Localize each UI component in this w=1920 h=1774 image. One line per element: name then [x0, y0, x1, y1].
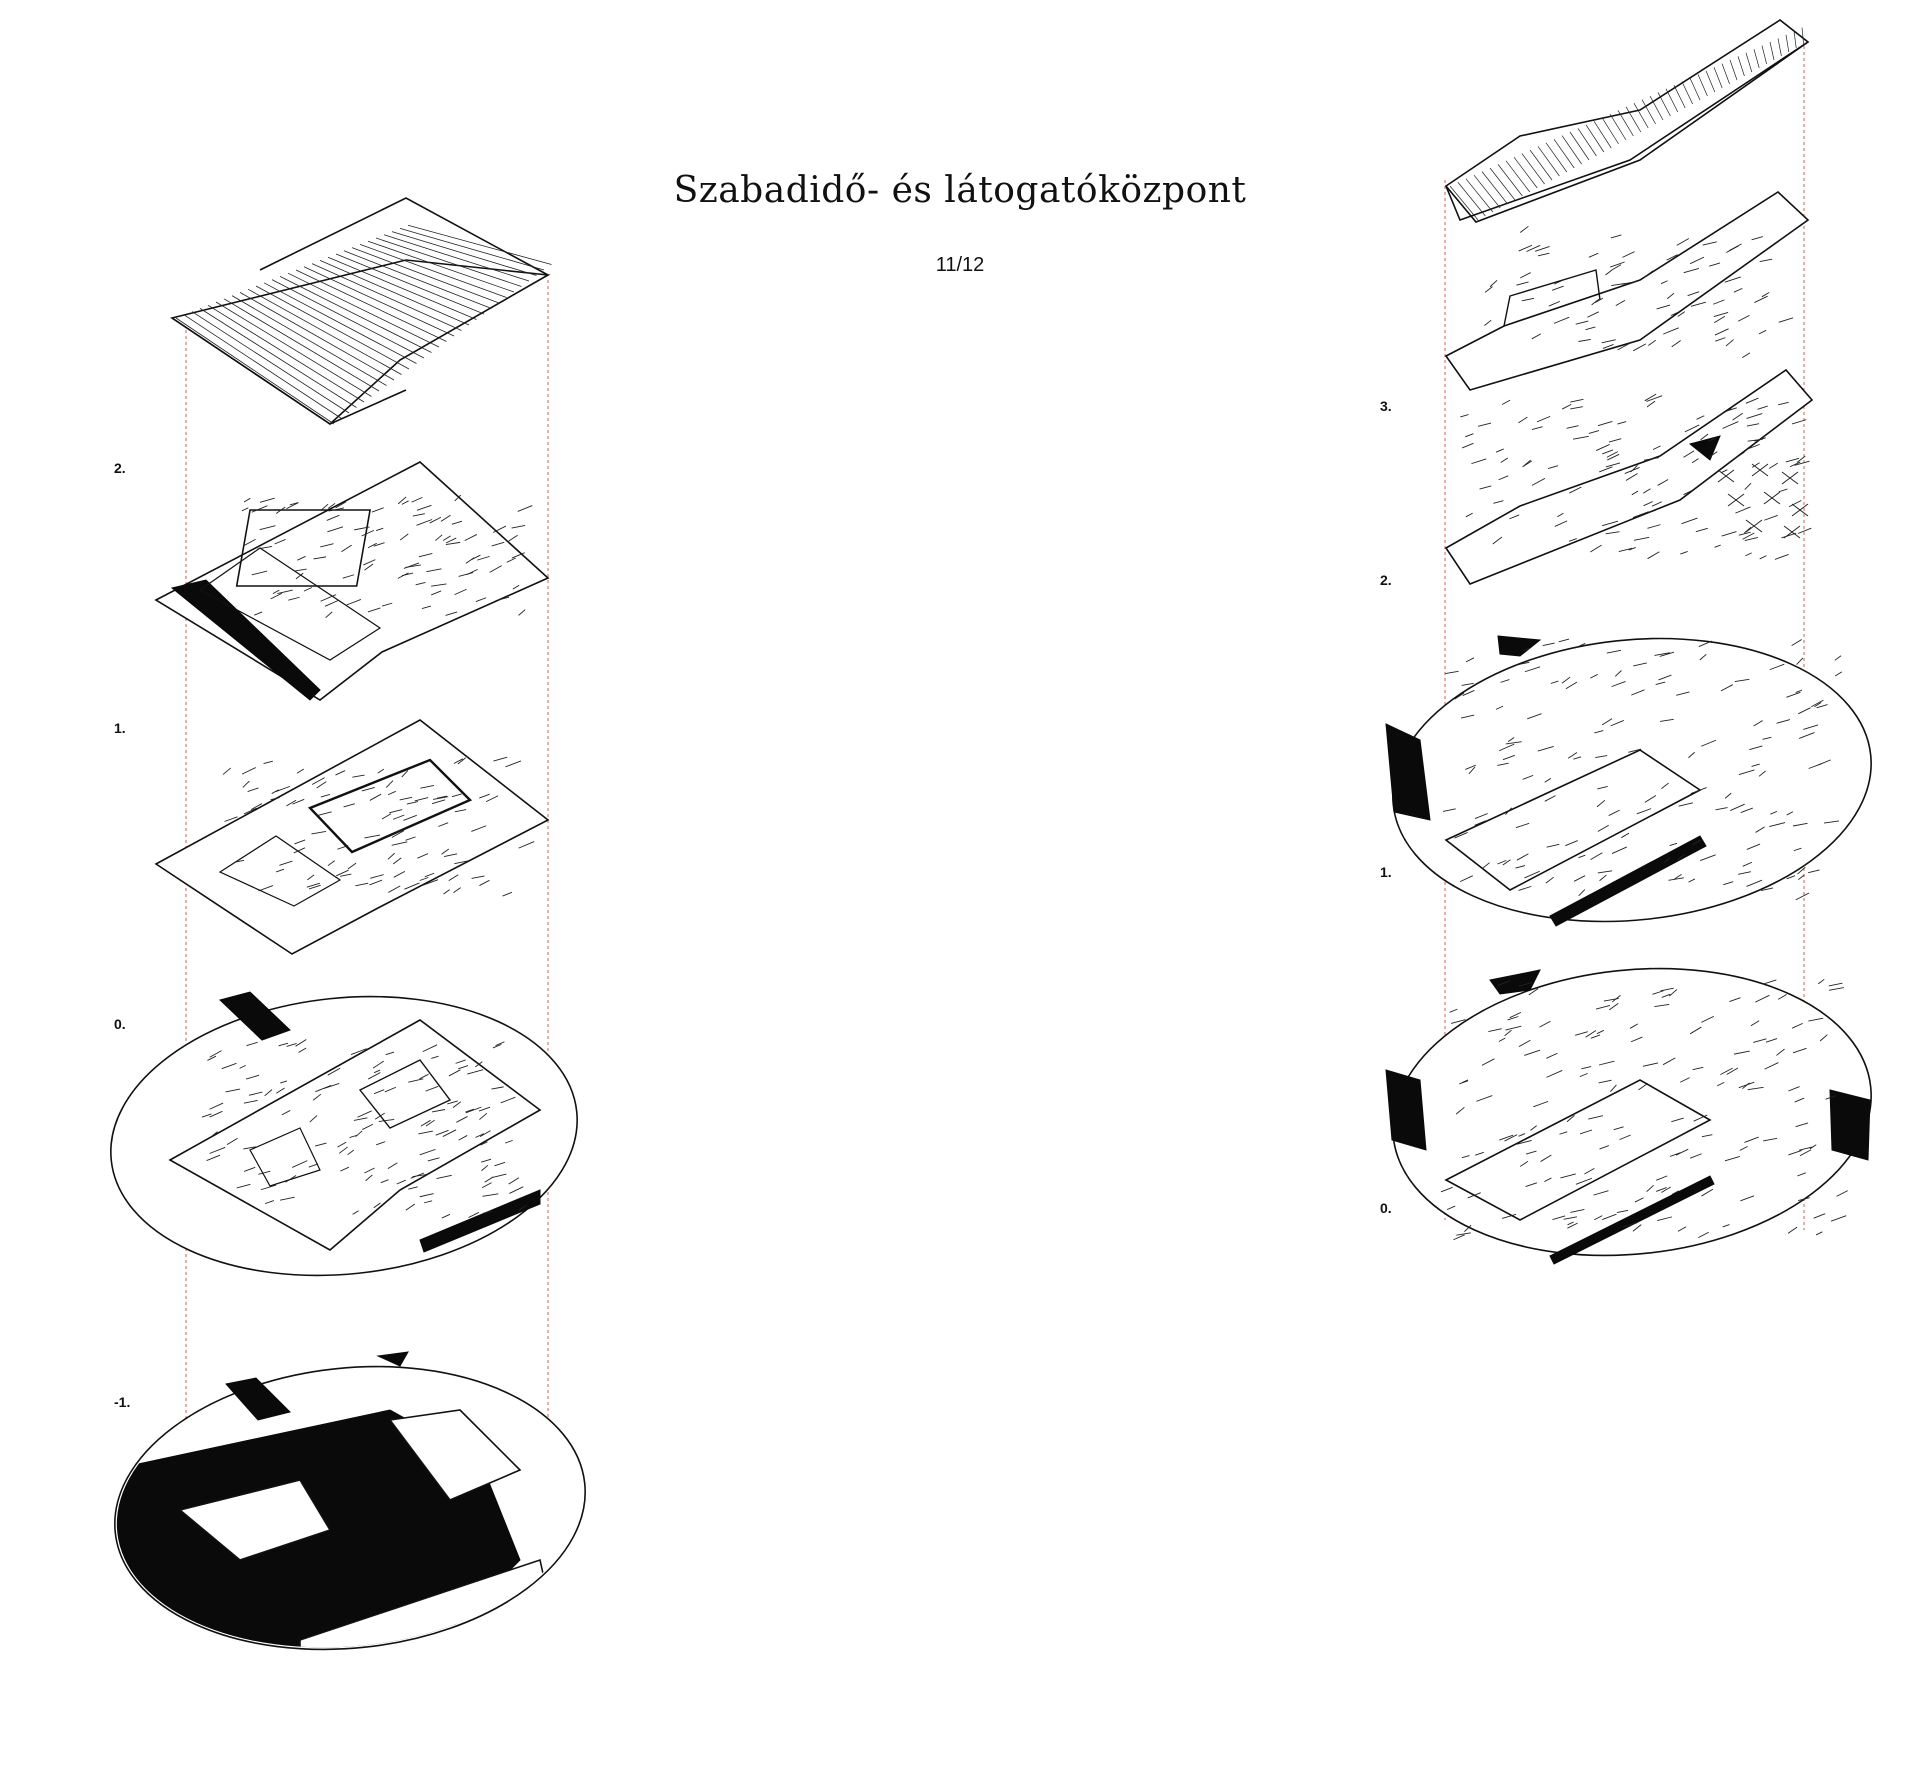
right-floor-2 [1444, 368, 1814, 585]
left-level-label-2: 2. [114, 460, 126, 476]
left-level-label-minus1: -1. [114, 1394, 131, 1410]
left-basement [109, 1351, 586, 1670]
right-floor-1 [1385, 635, 1872, 927]
right-roof [1445, 19, 1810, 223]
right-floor-3 [1444, 190, 1810, 391]
right-level-label-0: 0. [1380, 1200, 1392, 1216]
left-floor-2 [154, 461, 550, 701]
right-level-label-2: 2. [1380, 572, 1392, 588]
sheet-title: Szabadidő- és látogatóközpont [673, 170, 1247, 211]
right-ground-floor [1385, 967, 1872, 1265]
left-level-label-1: 1. [114, 720, 126, 736]
left-level-label-0: 0. [114, 1016, 126, 1032]
right-level-label-1: 1. [1380, 864, 1392, 880]
left-floor-1 [154, 719, 550, 955]
right-level-label-3: 3. [1380, 398, 1392, 414]
left-ground-floor [110, 991, 578, 1277]
page-number: 11/12 [935, 254, 985, 276]
left-roof [170, 197, 552, 426]
